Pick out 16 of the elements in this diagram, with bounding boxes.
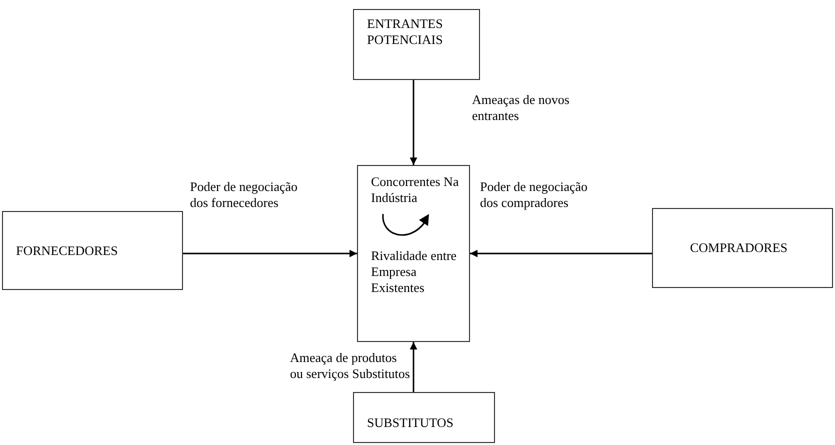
process-box	[353, 9, 480, 80]
node-label: COMPRADORES	[690, 240, 788, 256]
arrow	[410, 80, 418, 165]
node-label: Rivalidade entre Empresa Existentes	[371, 248, 458, 296]
process-box	[357, 165, 470, 342]
node-label: FORNECEDORES	[16, 242, 116, 258]
node-label: ENTRANTES POTENCIAIS	[367, 16, 444, 48]
arrow	[183, 250, 357, 258]
edge-label: Ameaça de produtos ou serviços Substitutos	[290, 350, 410, 382]
arrow	[410, 342, 418, 392]
process-box	[2, 211, 183, 290]
arrow	[470, 250, 652, 258]
process-box	[652, 208, 833, 288]
process-box	[353, 392, 495, 443]
node-label: SUBSTITUTOS	[367, 414, 454, 430]
node-label: Concorrentes Na Indústria	[371, 174, 460, 206]
